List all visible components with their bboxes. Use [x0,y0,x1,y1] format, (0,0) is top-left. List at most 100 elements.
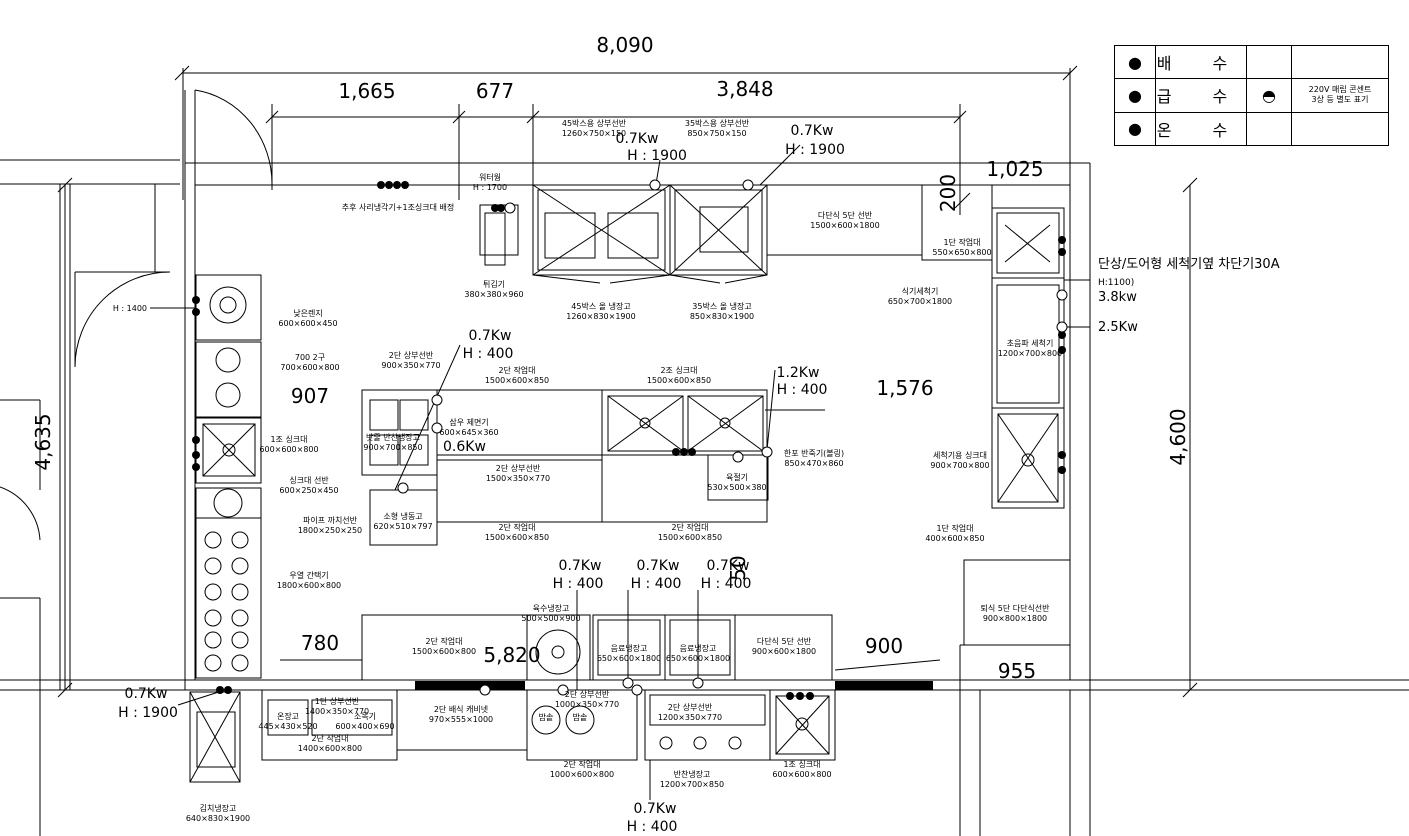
equipment-name: 밥솥 [573,713,588,722]
multi-shelf-bottom [734,614,833,681]
equipment-name: 1단 상부선반 [315,696,360,706]
noodle-boiler [195,517,262,679]
equipment-name: 2단 상부선반 [565,689,610,699]
power-kw: 0.7Kw [637,558,680,574]
outlet-symbols [397,179,1068,696]
equipment-name: 육절기 [726,473,748,482]
drain-symbols [192,181,1066,700]
equipment-spec: 900×700×850 [363,443,422,452]
power-kw: 0.6Kw [443,439,486,455]
dim-4600: 4,600 [1166,408,1190,465]
equipment-spec: 600×600×800 [259,445,318,454]
equipment-spec: 500×500×900 [521,614,580,623]
equipment-spec: 600×250×450 [279,486,338,495]
equipment-name: 2조 싱크대 [660,365,697,375]
equipment-spec: 600×600×450 [278,319,337,328]
equipment-name: 밥솥 [539,713,554,722]
equipment-name: 음료냉장고 [611,643,648,653]
equipment-name: 1단 작업대 [943,237,980,247]
dim-1025: 1,025 [986,157,1043,181]
equipment-spec: 1260×830×1900 [566,312,635,321]
equipment-name: 2단 작업대 [671,522,708,532]
power-kw: 0.7Kw [125,686,168,702]
side-door-swing [74,271,171,368]
equipment-spec: 650×600×1800 [666,654,730,663]
rice-cooker-counter [526,689,638,761]
outlet-icon: ◓ [1246,78,1292,113]
entrance-door-swing [194,89,273,186]
equipment-name: 소독기 [354,712,376,721]
hot-water-icon: ● [1114,111,1156,147]
return-shelf [963,559,1071,646]
power-kw: 0.7Kw [469,328,512,344]
equipment-spec: 1800×600×800 [277,581,341,590]
equipment-spec: 620×510×797 [373,522,432,531]
supply-icon: ● [1114,78,1156,113]
equipment-spec: 850×470×860 [784,459,843,468]
equipment-spec: 700×600×800 [280,363,339,372]
equipment-name: 35박스용 상부선반 [685,118,750,128]
equipment-spec: 1200×700×800 [998,349,1062,358]
equipment-name: 퇴식 5단 다단식선반 [980,603,1050,613]
multi-shelf-5tier [766,184,923,256]
equipment-spec: 1500×600×850 [485,376,549,385]
equipment-name: 1조 싱크대 [783,759,820,769]
equipment-spec: 650×600×1800 [597,654,661,663]
equipment-spec: 1200×700×850 [660,780,724,789]
equipment-name: 소형 냉동고 [383,511,422,521]
drain-icon: ● [1114,44,1156,80]
kimchi-fridge [189,691,241,783]
equipment-spec: 900×600×1800 [752,647,816,656]
equipment-spec: 1500×600×1800 [810,221,879,230]
equipment-name: 45박스 올 냉장고 [571,301,630,311]
equipment-name: 45박스용 상부선반 [562,118,627,128]
equipment-name: 온장고 [277,711,299,721]
equipment-spec: 1400×350×770 [305,707,369,716]
equipment-name: 1조 싱크대 [270,434,307,444]
equipment-spec: H : 1700 [473,183,507,192]
power-kw: 0.7Kw [559,558,602,574]
dim-50: 50 [726,555,750,580]
equipment-spec: 600×645×360 [439,428,498,437]
two-burner-range [195,341,262,418]
dim-5820: 5,820 [483,643,540,667]
double-sink [601,389,768,456]
equipment-name: 1단 작업대 [936,523,973,533]
equipment-spec: 530×500×380 [707,483,766,492]
equipment-spec: 445×430×520 [258,722,317,731]
equipment-name: 700 2구 [295,353,325,362]
dim-200: 200 [936,174,960,212]
equipment-name: 반찬냉장고 [674,769,711,779]
outlet-note-2: 3상 등 별도 표기 [1311,95,1369,105]
breaker-note: 단상/도어형 세척기옆 차단기30A [1098,257,1280,272]
low-range [195,274,262,341]
power-height: H : 1900 [118,705,178,721]
dim-4635: 4,635 [31,413,55,470]
left-sink-1 [195,417,262,484]
equipment-name: 추후 사리냉각기+1조싱크대 배정 [342,202,455,212]
legend-hot: 온 수 [1155,111,1247,147]
wall-bar-1 [415,681,525,690]
dim-780: 780 [301,631,339,655]
power-kw: 0.7Kw [634,801,677,817]
equipment-spec: 970×555×1000 [429,715,493,724]
power-height: H : 1900 [785,142,845,158]
equipment-spec: 600×600×800 [772,770,831,779]
power-height: H : 400 [777,382,828,398]
equipment-name: 음료냉장고 [680,643,717,653]
dim-900: 900 [865,634,903,658]
power-kw: 0.7Kw [707,558,750,574]
equipment-spec: 1400×600×800 [298,744,362,753]
equipment-spec: 1500×600×850 [647,376,711,385]
equipment-spec: 640×830×1900 [186,814,250,823]
power-kw: 0.7Kw [616,131,659,147]
dim-3848: 3,848 [716,77,773,101]
equipment-name: 다단식 5단 선반 [757,636,812,646]
power-height: H : 400 [631,576,682,592]
equipment-name: 2단 작업대 [425,636,462,646]
power-height: H : 400 [627,819,678,835]
outlet-note-1: 220V 매립 콘센트 [1308,85,1372,95]
equipment-name: 튀김기 [483,279,505,289]
